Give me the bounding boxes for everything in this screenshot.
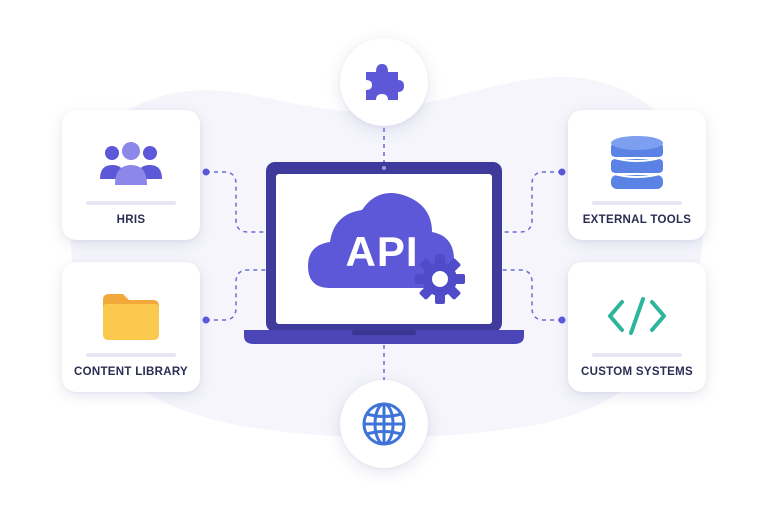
connector-content-library — [206, 269, 266, 321]
people-icon — [100, 142, 162, 185]
connector-dot-custom-systems — [558, 316, 566, 324]
database-icon — [610, 136, 664, 189]
globe-node[interactable] — [340, 380, 428, 468]
connector-dot-content-library — [202, 316, 210, 324]
connector-dot-external-tools — [558, 168, 566, 176]
card-label: CONTENT LIBRARY — [74, 366, 188, 378]
card-divider — [592, 201, 682, 205]
card-divider — [86, 201, 176, 205]
connector-custom-systems — [502, 269, 562, 321]
puzzle-icon — [366, 64, 404, 100]
card-external-tools[interactable]: EXTERNAL TOOLS — [568, 110, 706, 240]
cloud-icon — [308, 193, 454, 288]
globe-icon — [362, 402, 406, 446]
card-content-library[interactable]: CONTENT LIBRARY — [62, 262, 200, 392]
puzzle-node[interactable] — [340, 38, 428, 126]
api-label: API — [345, 228, 419, 275]
card-custom-systems[interactable]: CUSTOM SYSTEMS — [568, 262, 706, 392]
code-icon — [608, 297, 666, 335]
card-label: HRIS — [116, 214, 146, 226]
card-label: EXTERNAL TOOLS — [582, 214, 692, 226]
connector-dot-hris — [202, 168, 210, 176]
card-divider — [592, 353, 682, 357]
card-label: CUSTOM SYSTEMS — [581, 366, 693, 378]
card-divider — [86, 353, 176, 357]
gear-icon — [415, 254, 465, 304]
card-hris[interactable]: HRIS — [62, 110, 200, 240]
folder-icon — [103, 294, 159, 340]
